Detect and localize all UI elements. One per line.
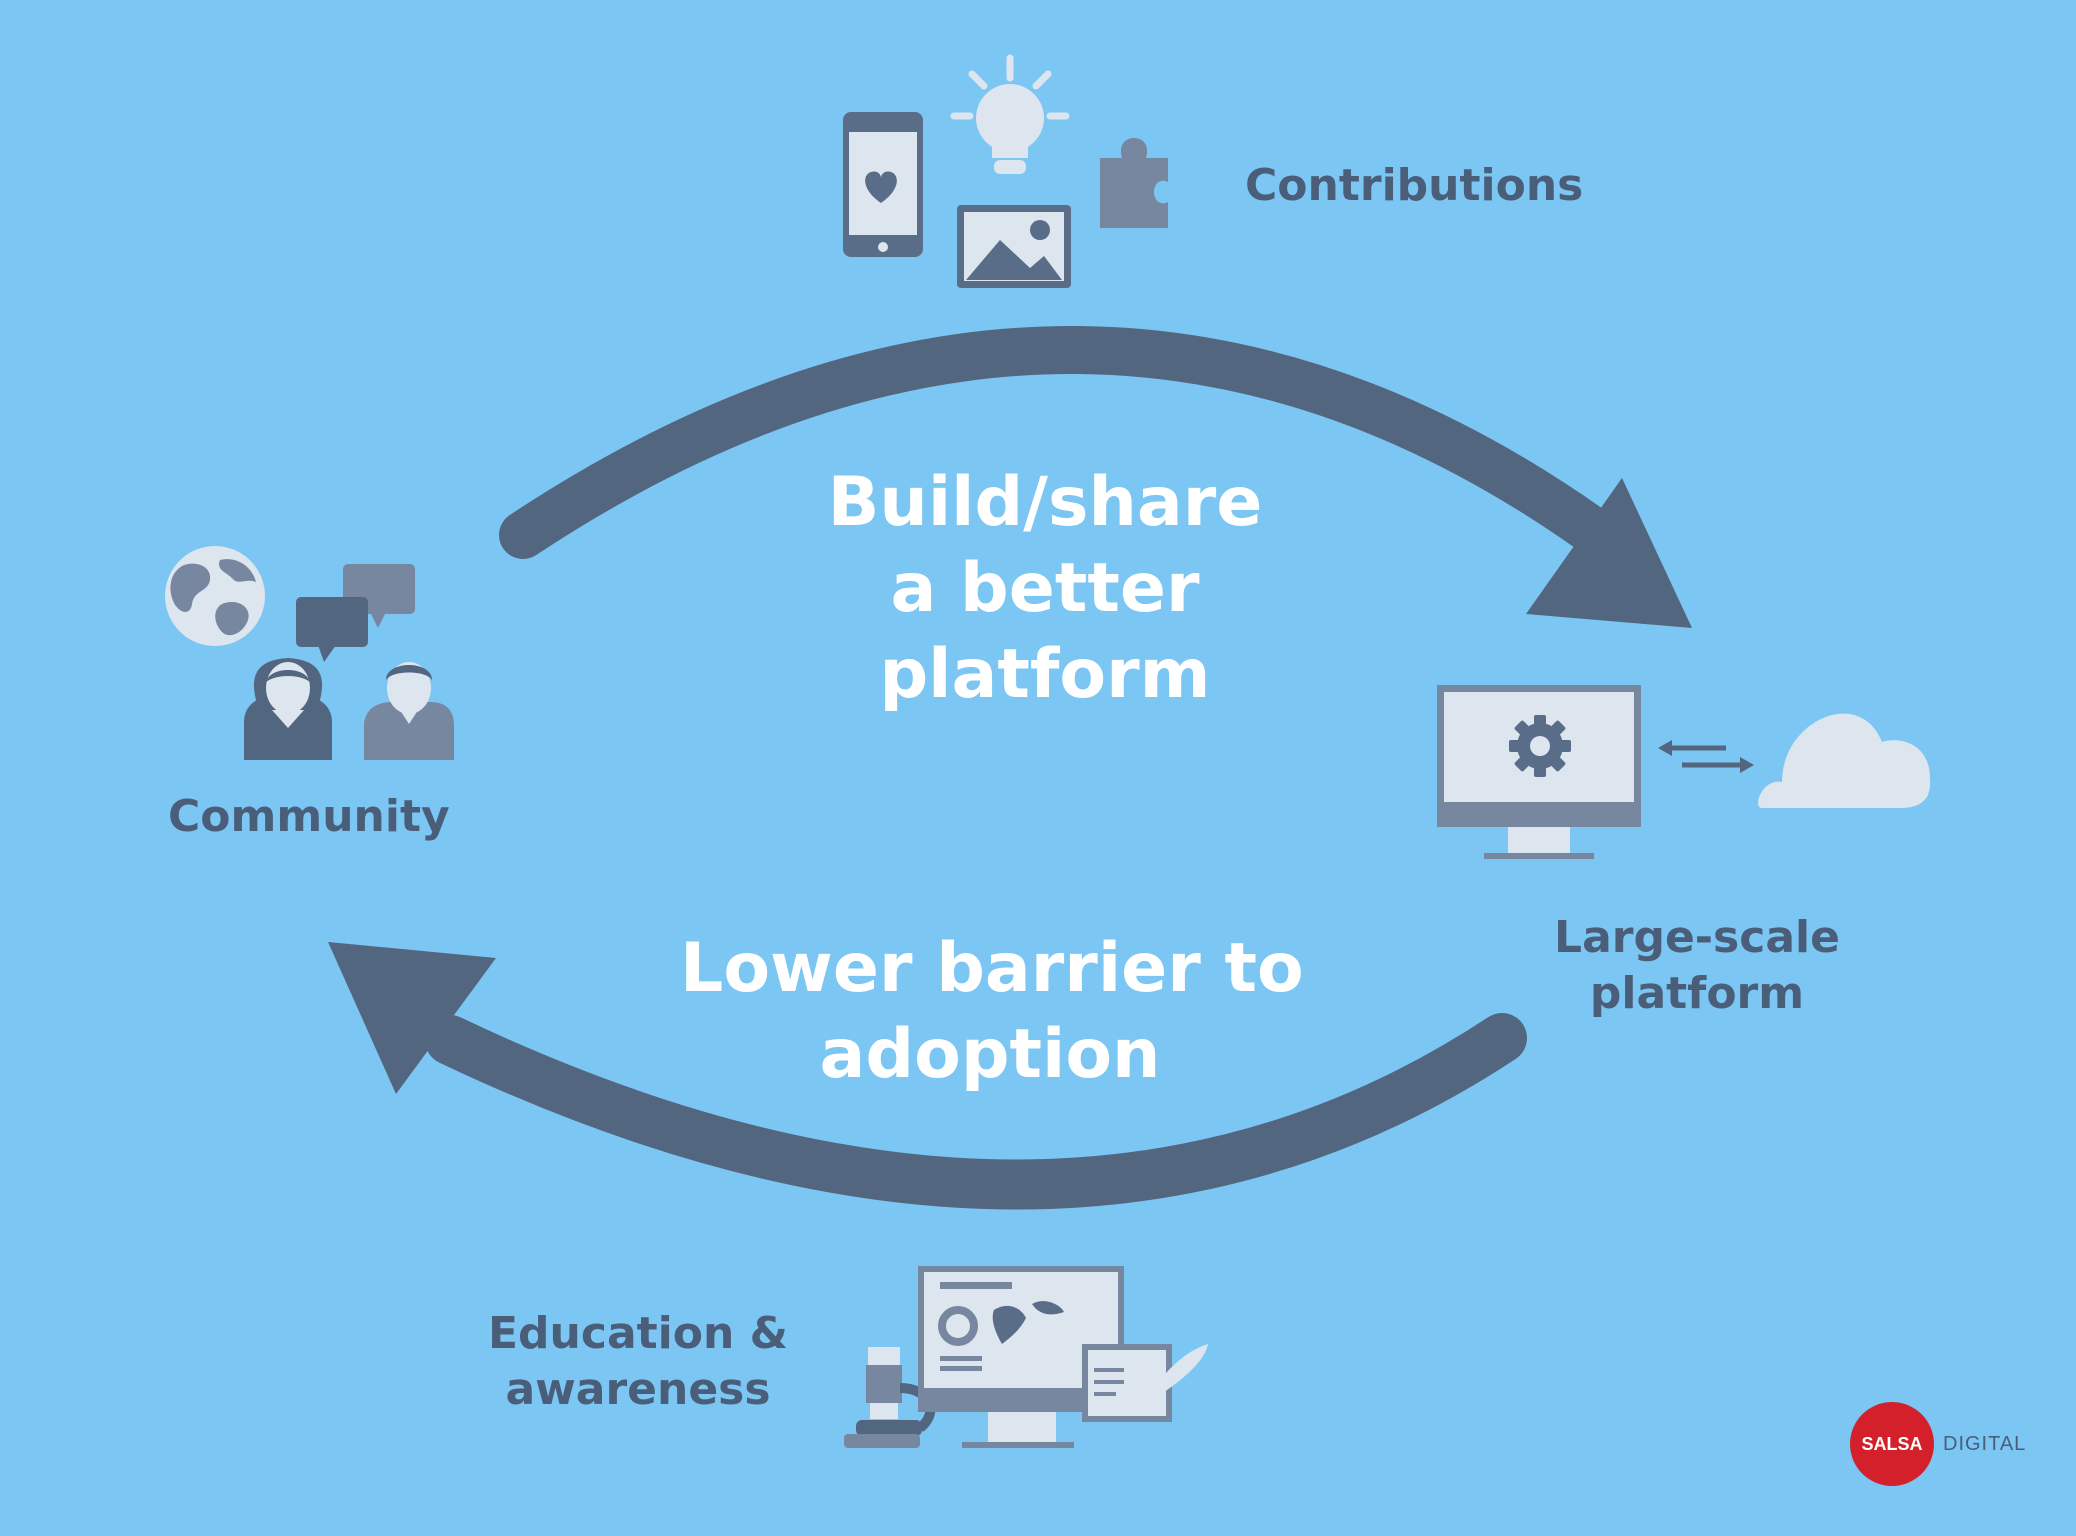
gear-icon	[1509, 715, 1571, 777]
community-label: Community	[168, 791, 450, 842]
cloud-icon	[1758, 713, 1931, 808]
education-label: Education & awareness	[488, 1306, 788, 1418]
top-cycle-arrow	[499, 326, 1692, 628]
chat-bubbles-icon	[296, 564, 415, 662]
education-label-line1: Education &	[488, 1308, 789, 1359]
image-icon	[957, 205, 1071, 288]
contributions-label: Contributions	[1245, 160, 1584, 211]
platform-label-line2: platform	[1589, 968, 1805, 1019]
monitor-gear-icon	[1437, 685, 1641, 859]
salsa-logo: SALSA	[1850, 1402, 1934, 1486]
globe-icon	[165, 546, 265, 646]
top-cycle-line2: a better	[890, 549, 1200, 628]
bottom-cycle-text: Lower barrier to adoption	[680, 926, 1304, 1098]
puzzle-piece-icon	[1100, 138, 1168, 228]
top-cycle-line3: platform	[879, 635, 1211, 714]
microscope-icon	[844, 1347, 936, 1448]
platform-label: Large-scale platform	[1552, 910, 1842, 1022]
bottom-cycle-arrow	[328, 942, 1527, 1210]
education-label-line2: awareness	[505, 1364, 771, 1415]
platform-label-line1: Large-scale	[1554, 912, 1840, 963]
top-cycle-text: Build/share a better platform	[795, 460, 1295, 718]
sync-arrows-icon	[1658, 740, 1754, 773]
top-cycle-line1: Build/share	[827, 463, 1263, 542]
phone-heart-icon	[843, 112, 923, 257]
certificate-pen-icon	[1082, 1344, 1208, 1422]
salsa-badge-text: SALSA	[1861, 1434, 1922, 1454]
woman-user-icon	[244, 658, 332, 760]
lightbulb-icon	[950, 54, 1070, 174]
bottom-cycle-line2: adoption	[819, 1015, 1161, 1094]
bottom-cycle-line1: Lower barrier to	[680, 929, 1304, 1008]
brand-word: DIGITAL	[1943, 1433, 2027, 1455]
man-user-icon	[364, 662, 454, 760]
